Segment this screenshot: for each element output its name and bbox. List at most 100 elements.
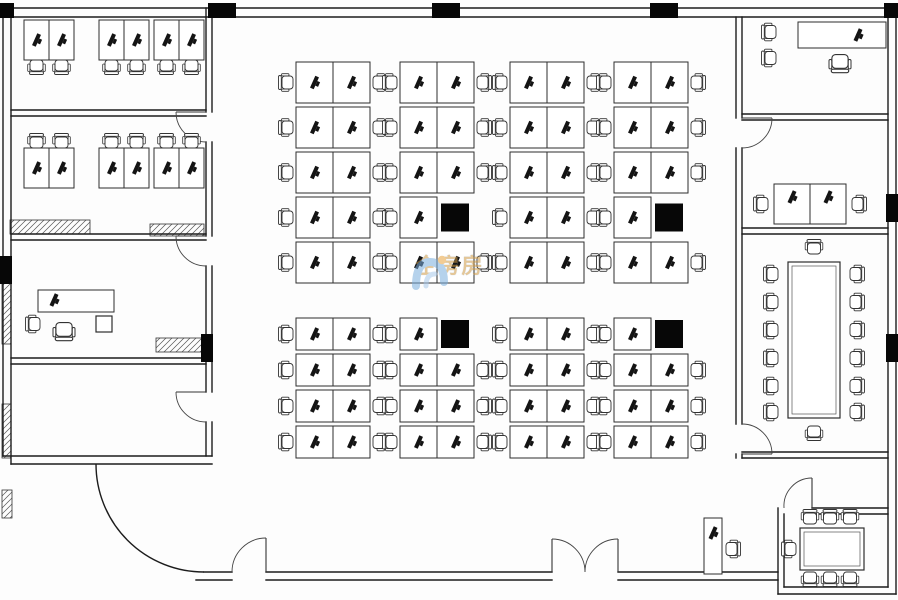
structural-column xyxy=(655,320,683,348)
desk xyxy=(332,151,371,194)
monitor-icon xyxy=(414,165,425,180)
desk xyxy=(613,353,652,387)
structural-column xyxy=(650,3,678,18)
door-swing-arc xyxy=(741,117,773,149)
monitor-icon xyxy=(451,75,462,90)
door-swing-arc xyxy=(783,477,813,509)
door-swing-arc xyxy=(584,538,619,573)
monitor-icon xyxy=(665,165,676,180)
cabinet-hatch xyxy=(1,489,13,519)
chair xyxy=(382,432,398,452)
desk xyxy=(613,425,652,459)
chair xyxy=(690,253,706,272)
desk xyxy=(399,353,438,387)
desk xyxy=(153,147,180,189)
monitor-icon xyxy=(708,526,719,540)
desk-cluster xyxy=(382,317,492,459)
monitor-icon xyxy=(451,363,462,377)
chair xyxy=(157,59,176,75)
chair xyxy=(800,509,820,525)
monitor-icon xyxy=(665,75,676,90)
desk xyxy=(436,241,475,284)
desk xyxy=(797,21,887,49)
chair xyxy=(182,59,201,75)
desk-cluster xyxy=(278,317,388,459)
desk xyxy=(509,61,548,104)
monitor-icon xyxy=(628,120,639,135)
chair xyxy=(278,208,294,227)
chair xyxy=(492,163,508,182)
cabinet-hatch xyxy=(9,219,91,235)
chair xyxy=(476,73,492,92)
desk xyxy=(23,19,50,61)
desk xyxy=(509,106,548,149)
desk xyxy=(436,106,475,149)
chair xyxy=(820,509,840,525)
monitor-icon xyxy=(32,33,43,47)
monitor-icon xyxy=(561,435,572,449)
monitor-icon xyxy=(561,363,572,377)
chair xyxy=(492,73,508,92)
chair xyxy=(763,320,779,340)
monitor-icon xyxy=(132,33,143,47)
desk-cluster xyxy=(382,61,492,284)
monitor-icon xyxy=(107,161,118,175)
chair xyxy=(596,163,612,182)
monitor-icon xyxy=(451,399,462,413)
chair xyxy=(476,396,492,416)
chair xyxy=(690,360,706,380)
chair xyxy=(382,163,398,182)
chair xyxy=(102,59,121,75)
meeting-table xyxy=(787,261,841,419)
monitor-icon xyxy=(561,75,572,90)
desk xyxy=(650,389,689,423)
monitor-icon xyxy=(347,399,358,413)
desk xyxy=(436,353,475,387)
chair xyxy=(25,314,41,334)
chair xyxy=(52,321,76,342)
chair xyxy=(127,59,146,75)
chair xyxy=(804,425,824,441)
monitor-icon xyxy=(310,327,321,341)
monitor-icon xyxy=(347,165,358,180)
monitor-icon xyxy=(414,399,425,413)
monitor-icon xyxy=(310,255,321,270)
monitor-icon xyxy=(524,75,535,90)
desk-cluster xyxy=(278,61,388,284)
desk xyxy=(332,241,371,284)
chair xyxy=(382,253,398,272)
chair xyxy=(492,432,508,452)
door-swing-arc xyxy=(175,235,207,267)
monitor-icon xyxy=(451,165,462,180)
desk-cluster xyxy=(492,61,602,284)
chair xyxy=(382,118,398,137)
desk xyxy=(509,317,548,351)
chair xyxy=(382,73,398,92)
desk xyxy=(399,106,438,149)
monitor-icon xyxy=(107,33,118,47)
chair xyxy=(804,239,824,255)
desk xyxy=(37,289,115,313)
chair xyxy=(52,59,71,75)
chair xyxy=(476,432,492,452)
desk xyxy=(809,183,847,225)
chair xyxy=(278,396,294,416)
chair xyxy=(690,163,706,182)
monitor-icon xyxy=(414,327,425,341)
chair xyxy=(761,22,777,42)
monitor-icon xyxy=(524,210,535,225)
monitor-icon xyxy=(524,399,535,413)
desk xyxy=(399,151,438,194)
monitor-icon xyxy=(665,255,676,270)
monitor-icon xyxy=(628,255,639,270)
monitor-icon xyxy=(32,161,43,175)
chair xyxy=(492,324,508,344)
chair xyxy=(278,163,294,182)
monitor-icon xyxy=(561,210,572,225)
desk xyxy=(546,241,585,284)
monitor-icon xyxy=(524,120,535,135)
meeting-table xyxy=(799,527,865,571)
desk xyxy=(613,106,652,149)
desk-cluster xyxy=(492,317,602,459)
